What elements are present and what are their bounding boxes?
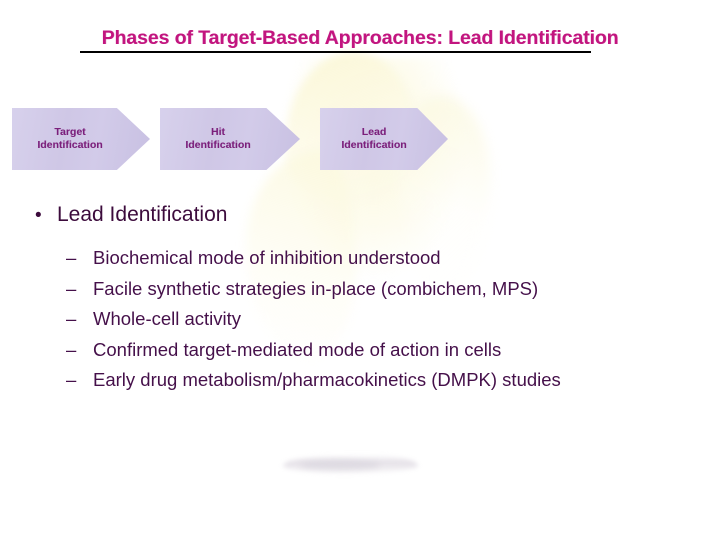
bullet-marker-icon: •: [35, 205, 42, 226]
sub-bullet-text: Biochemical mode of inhibition understoo…: [93, 247, 441, 268]
phase-arrow-line1: Target: [54, 126, 86, 138]
slide-body: • Lead Identification – Biochemical mode…: [0, 200, 720, 396]
dash-marker-icon: –: [66, 308, 77, 329]
phase-arrow-line2: Identification: [185, 139, 251, 151]
title-underline-rule: [80, 51, 591, 53]
dash-marker-icon: –: [66, 277, 77, 299]
phase-arrow-lead-identification[interactable]: Lead Identification: [320, 108, 448, 170]
sub-bullet-text: Early drug metabolism/pharmacokinetics (…: [93, 369, 561, 390]
phase-arrow-label: Target Identification: [37, 126, 124, 152]
sub-bullet-text: Whole-cell activity: [93, 308, 242, 329]
dash-marker-icon: –: [66, 369, 77, 390]
phase-arrow-label: Hit Identification: [185, 126, 274, 152]
sub-bullet-item: – Facile synthetic strategies in-place (…: [66, 274, 720, 305]
phase-arrow-target-identification[interactable]: Target Identification: [12, 108, 150, 170]
phase-arrow-line2: Identification: [37, 139, 103, 151]
main-bullet-text: Lead Identification: [57, 203, 228, 226]
phase-arrow-line2: Identification: [341, 139, 407, 151]
sub-bullet-item: – Early drug metabolism/pharmacokinetics…: [66, 365, 720, 396]
phase-arrow-label: Lead Identification: [341, 126, 426, 152]
slide-title: Phases of Target-Based Approaches: Lead …: [0, 26, 720, 50]
sub-bullet-text: Confirmed target-mediated mode of action…: [93, 338, 502, 360]
phase-arrow-line1: Lead: [361, 126, 387, 138]
phase-arrow-hit-identification[interactable]: Hit Identification: [160, 108, 300, 170]
dash-marker-icon: –: [66, 338, 77, 360]
slide-title-text: Phases of Target-Based Approaches: Lead …: [101, 27, 619, 49]
phase-arrow-line1: Hit: [211, 126, 225, 138]
sub-bullet-item: – Whole-cell activity: [66, 304, 720, 335]
sub-bullet-text: Facile synthetic strategies in-place (co…: [93, 277, 539, 299]
dash-marker-icon: –: [66, 247, 77, 268]
sub-bullet-item: – Confirmed target-mediated mode of acti…: [66, 335, 720, 366]
main-bullet-item: • Lead Identification: [35, 200, 720, 231]
sub-bullet-item: – Biochemical mode of inhibition underst…: [66, 243, 720, 274]
